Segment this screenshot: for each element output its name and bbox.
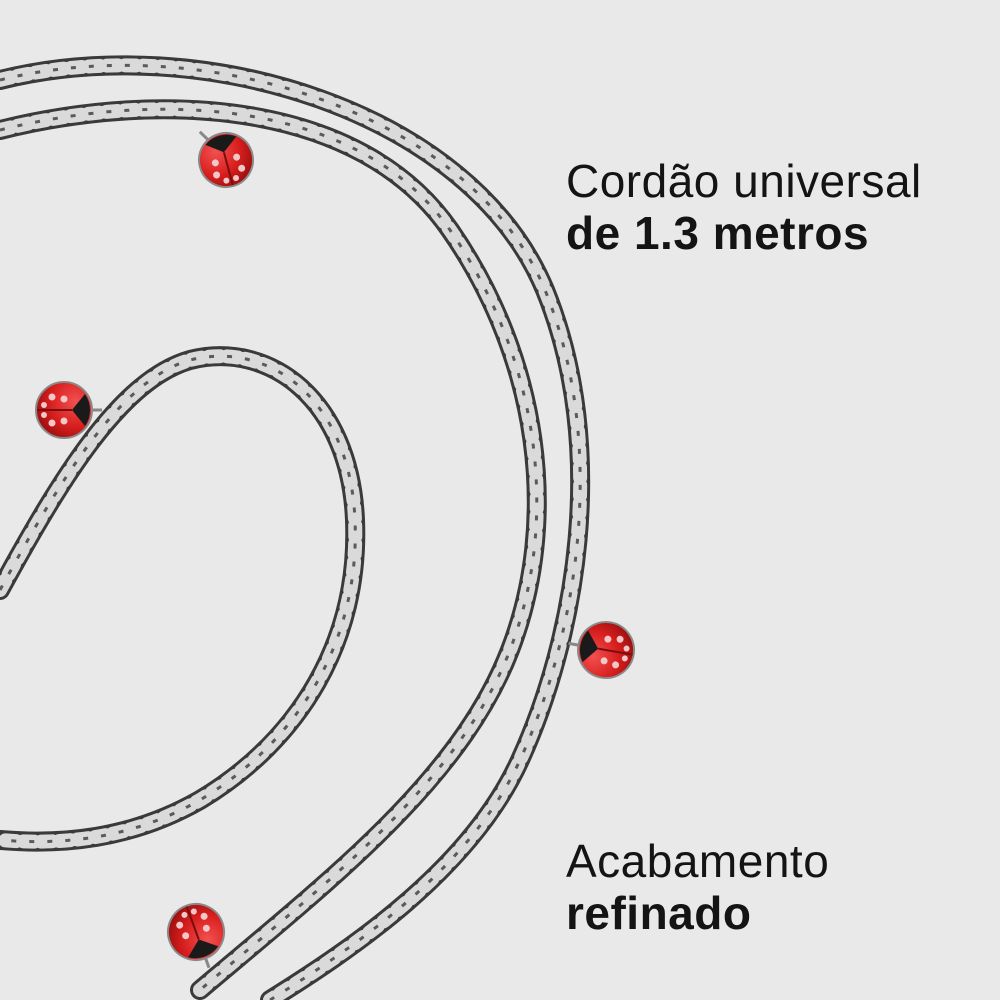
- caption-finish: Acabamento refinado: [566, 835, 830, 939]
- caption-finish-line2: refinado: [566, 886, 752, 939]
- ladybug-charm-icon: [167, 903, 225, 969]
- caption-length-line2: de 1.3 metros: [566, 206, 870, 259]
- caption-length: Cordão universal de 1.3 metros: [566, 155, 922, 259]
- ladybug-charm-icon: [35, 381, 102, 439]
- chain-strand-inner: [0, 346, 366, 852]
- chain-strand-middle: [0, 99, 547, 1000]
- caption-length-line1: Cordão universal: [566, 155, 922, 207]
- chain-strand-outer: [0, 55, 591, 1000]
- ladybug-charm-icon: [568, 621, 635, 679]
- caption-finish-line1: Acabamento: [566, 835, 830, 887]
- ladybug-charm-icon: [198, 130, 254, 188]
